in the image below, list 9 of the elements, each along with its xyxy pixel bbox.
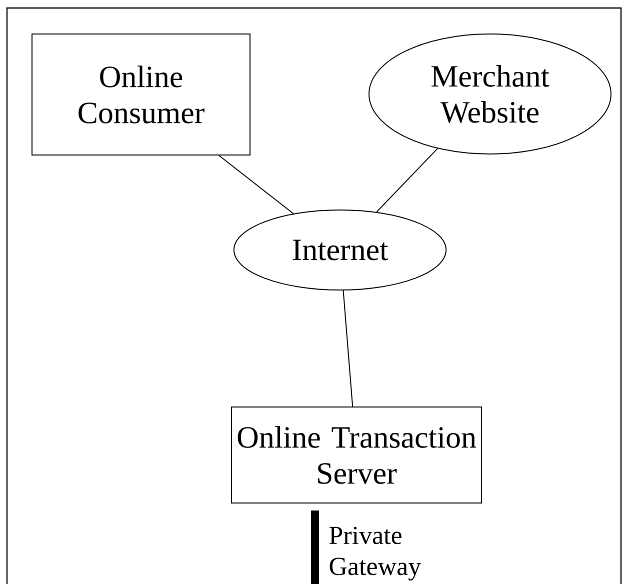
- process-box: Online Transaction Server: [231, 406, 482, 504]
- ellipse-node: Internet: [233, 210, 447, 290]
- connector-line: [342, 290, 354, 407]
- process-box: Online Consumer: [32, 34, 250, 156]
- gateway-line: [311, 510, 319, 584]
- connector-line: [376, 148, 438, 212]
- ellipse-node: Merchant Website: [368, 34, 612, 154]
- connector-line: [218, 155, 294, 214]
- edge-label: Private Gateway: [329, 526, 422, 581]
